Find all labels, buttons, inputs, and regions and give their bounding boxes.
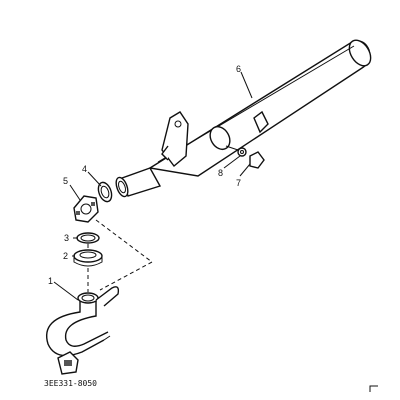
exhaust-pipe bbox=[46, 286, 120, 357]
ring-nut bbox=[73, 249, 103, 267]
leader-lines bbox=[53, 71, 253, 301]
flange-clamp bbox=[73, 195, 99, 223]
corner-mark bbox=[369, 385, 378, 392]
callout-4: 4 bbox=[82, 164, 87, 174]
nut-and-washer bbox=[225, 145, 265, 169]
callout-8: 8 bbox=[218, 168, 223, 178]
callout-7: 7 bbox=[236, 178, 241, 188]
callout-2: 2 bbox=[63, 251, 68, 261]
callout-3: 3 bbox=[64, 233, 69, 243]
muffler-body bbox=[115, 39, 372, 198]
callout-5: 5 bbox=[63, 176, 68, 186]
o-ring bbox=[76, 232, 100, 244]
drawing-code: 3EE331-8050 bbox=[44, 379, 97, 388]
callout-1: 1 bbox=[48, 276, 53, 286]
callout-6: 6 bbox=[236, 64, 241, 74]
gasket-ring bbox=[97, 181, 113, 203]
assembly-lines bbox=[87, 219, 153, 292]
pipe-bracket bbox=[57, 351, 79, 375]
